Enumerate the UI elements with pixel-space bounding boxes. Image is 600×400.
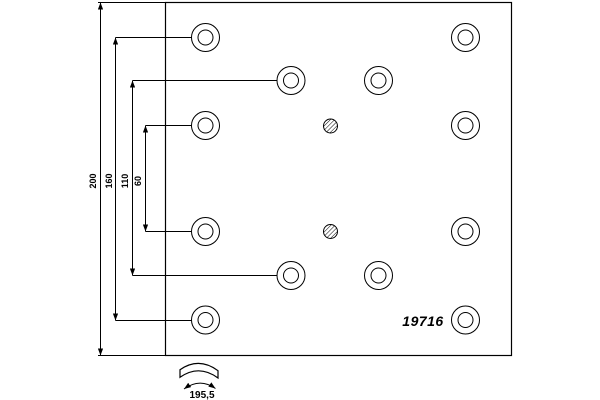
rivet-hole [451, 217, 480, 246]
arc-width-label: 195,5 [189, 390, 214, 400]
dim-label-inner: 60 [133, 176, 143, 186]
holes-layer [191, 23, 480, 335]
extension-lines [98, 2, 166, 356]
rivet-hole [451, 23, 480, 52]
wear-indicator-hole [323, 224, 338, 239]
rivet-hole [276, 66, 306, 95]
rivet-hole [191, 23, 220, 52]
arc-width-arrow [183, 382, 216, 390]
curved-section-symbol [179, 362, 219, 390]
rivet-hole [191, 217, 220, 246]
rivet-hole [364, 261, 393, 290]
rivet-hole [364, 66, 393, 95]
lining-outline [164, 1, 513, 357]
dim-label-middle: 110 [120, 174, 130, 189]
rivet-hole [451, 305, 480, 335]
wear-indicator-hole [323, 118, 338, 134]
dimension-lines [97, 2, 149, 356]
rivet-hole [191, 305, 220, 335]
dim-label-overall: 200 [88, 173, 98, 188]
rivet-hole [451, 111, 480, 140]
dim-label-outer: 160 [104, 173, 114, 188]
rivet-hole [276, 261, 306, 290]
rivet-hole [191, 111, 220, 140]
part-number: 19716 [402, 313, 443, 329]
dimension-connectors [115, 37, 291, 321]
lining-section-band [179, 362, 219, 380]
